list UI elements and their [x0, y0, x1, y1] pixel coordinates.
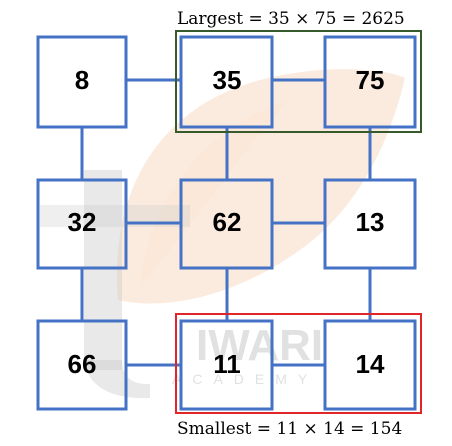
cell-r2c2: 14: [356, 349, 385, 379]
cell-r0c2: 75: [356, 65, 385, 95]
cell-r1c0: 32: [68, 207, 97, 237]
box-r2c2: [323, 319, 417, 411]
box-r0c2: [323, 35, 417, 129]
smallest-caption: Smallest = 11 × 14 = 154: [177, 419, 402, 439]
largest-frame: [175, 30, 422, 133]
connectors: [80, 78, 372, 367]
box-r2c1: [179, 319, 274, 411]
box-r1c2: [323, 178, 417, 270]
cell-r2c1: 11: [213, 349, 241, 379]
box-r1c1: [179, 178, 274, 270]
numbers: 8 35 75 32 62 13 66 11 14: [68, 65, 385, 379]
smallest-frame: [175, 313, 422, 414]
cell-r0c0: 8: [75, 65, 89, 95]
cell-r1c2: 13: [356, 207, 385, 237]
boxes: [36, 35, 417, 411]
box-r2c0: [36, 319, 128, 411]
cell-r0c1: 35: [213, 65, 242, 95]
watermark-brand: IWARI: [196, 321, 323, 370]
watermark-t-stem: [84, 170, 122, 370]
cell-r1c1: 62: [213, 207, 242, 237]
largest-caption: Largest = 35 × 75 = 2625: [177, 9, 405, 29]
box-r0c1: [179, 35, 274, 129]
cell-r2c0: 66: [68, 349, 97, 379]
watermark-t-curve: [84, 360, 150, 399]
watermark-leaf-highlight: [140, 100, 290, 285]
box-r1c0: [36, 178, 128, 270]
box-r0c0: [36, 35, 128, 129]
watermark-sub: ACADEMY: [172, 371, 318, 387]
